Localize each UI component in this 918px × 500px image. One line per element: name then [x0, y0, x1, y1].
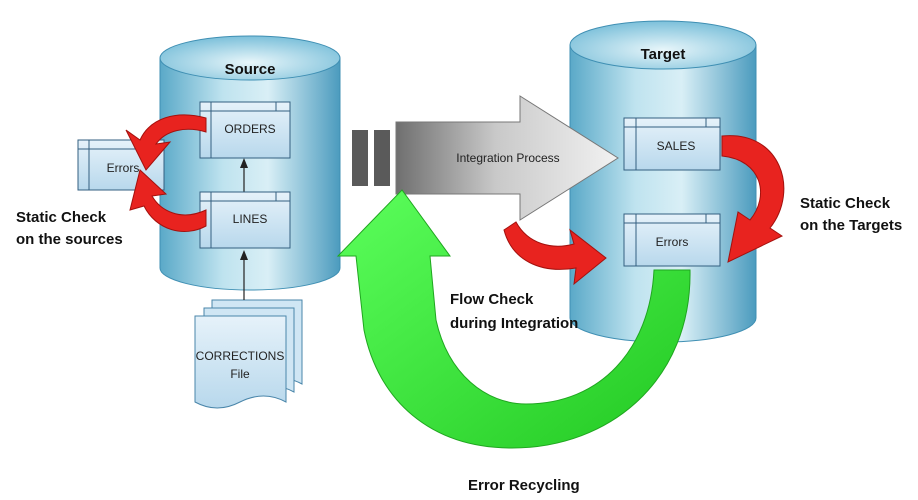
orders-table: ORDERS [199, 101, 291, 159]
flow-check-line1: Flow Check [450, 291, 534, 308]
lines-table: LINES [199, 191, 291, 249]
flow-check-line2: during Integration [450, 315, 578, 332]
lines-table-label: LINES [233, 212, 268, 226]
target-title: Target [641, 46, 686, 63]
static-check-targets-line2: on the Targets [800, 217, 902, 234]
static-check-sources-line1: Static Check [16, 209, 107, 226]
orders-table-label: ORDERS [224, 122, 275, 136]
static-check-targets-line1: Static Check [800, 195, 891, 212]
source-database: Source [159, 35, 341, 291]
integration-process-label: Integration Process [456, 151, 559, 165]
corrections-label-line2: File [230, 367, 250, 381]
flow-check-arrow [503, 221, 607, 286]
target-errors-table: Errors [623, 213, 721, 267]
corrections-label-line1: CORRECTIONS [196, 349, 285, 363]
source-title: Source [225, 61, 276, 78]
static-check-sources-line2: on the sources [16, 231, 123, 248]
error-recycling-arrow [336, 189, 691, 449]
error-recycling-label: Error Recycling [468, 477, 580, 494]
source-errors-label: Errors [107, 161, 140, 175]
integration-process-arrow: Integration Process [352, 95, 619, 221]
corrections-file: CORRECTIONS File [194, 299, 303, 409]
target-errors-label: Errors [656, 235, 689, 249]
annotation-labels: Static Check on the sources Static Check… [16, 195, 902, 494]
static-check-target-arrow [721, 135, 785, 263]
static-check-source-arrows [125, 114, 207, 233]
sales-table: SALES [623, 117, 721, 171]
connector-arrows [240, 158, 248, 300]
sales-table-label: SALES [657, 139, 696, 153]
